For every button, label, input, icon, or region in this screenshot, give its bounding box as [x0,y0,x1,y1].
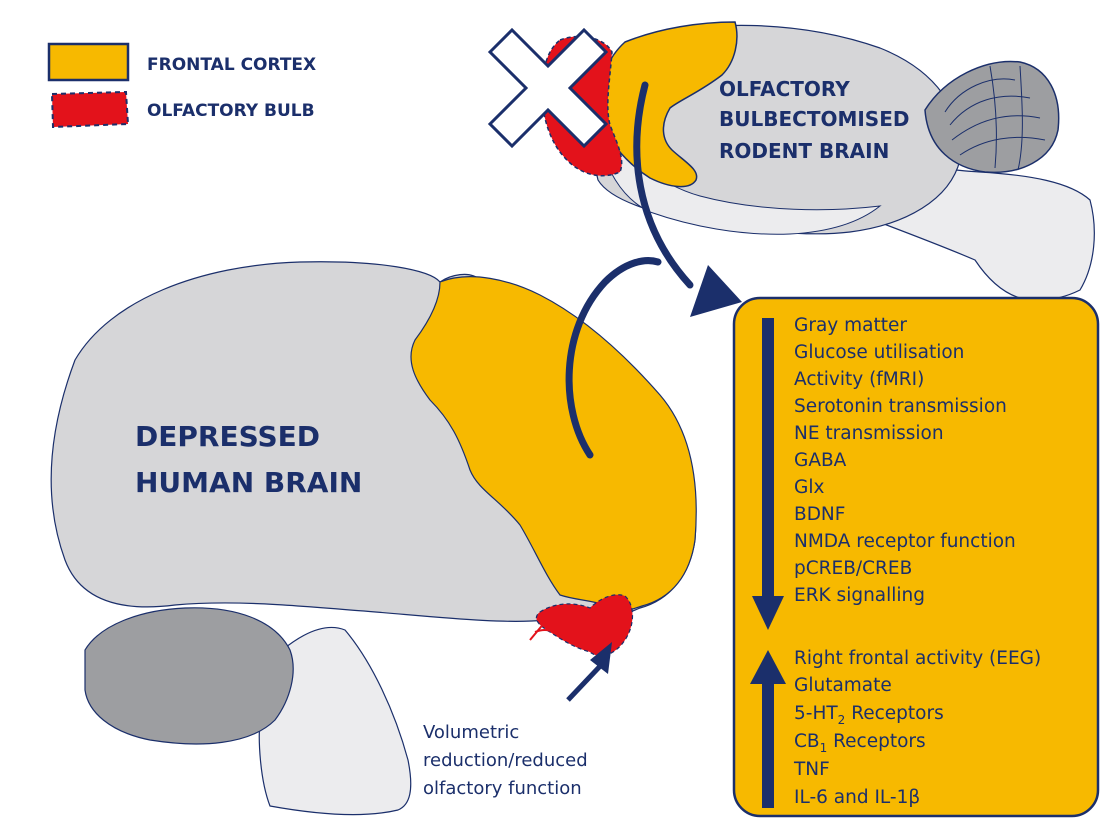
legend-bulb-swatch [52,92,128,127]
ht-suffix: Receptors [845,703,943,724]
ht-prefix: 5-HT [794,703,838,724]
cb-suffix: Receptors [827,731,925,752]
list-item: pCREB/CREB [794,558,912,579]
rodent-brain: OLFACTORY BULBECTOMISED RODENT BRAIN [490,22,1094,300]
list-item: ERK signalling [794,585,925,606]
caption-line1: Volumetric [423,722,519,743]
list-item: Glx [794,477,824,498]
caption-line2: reduction/reduced [423,750,588,771]
ht-subscript: 2 [838,713,846,727]
rodent-label-line2: BULBECTOMISED [719,107,909,131]
list-item: GABA [794,450,847,471]
legend-frontal-swatch [49,44,128,80]
list-item: Activity (fMRI) [794,369,924,390]
cb-prefix: CB [794,731,820,752]
arrow-head-icon [690,265,742,317]
human-label-line1: DEPRESSED [135,420,320,453]
cb-subscript: 1 [820,741,828,755]
legend-bulb-label: OLFACTORY BULB [147,101,315,121]
rodent-label-line3: RODENT BRAIN [719,139,889,163]
list-item: TNF [793,759,830,780]
caption-line3: olfactory function [423,778,582,799]
list-item: NE transmission [794,423,944,444]
legend: FRONTAL CORTEX OLFACTORY BULB [49,44,316,127]
list-item: CB1 Receptors [794,731,926,755]
human-brain: DEPRESSED HUMAN BRAIN [51,262,696,815]
human-label-line2: HUMAN BRAIN [135,466,362,499]
findings-box: Gray matter Glucose utilisation Activity… [734,298,1098,816]
list-item: 5-HT2 Receptors [794,703,944,727]
list-item: Glutamate [794,675,892,696]
list-item: IL-6 and IL-1β [794,787,920,808]
human-cerebellum [85,608,293,744]
list-item: Right frontal activity (EEG) [794,648,1041,669]
list-item: NMDA receptor function [794,531,1016,552]
list-item: Gray matter [794,315,907,336]
list-item: Glucose utilisation [794,342,964,363]
list-item: Serotonin transmission [794,396,1007,417]
list-item: BDNF [794,504,845,525]
olfactory-caption: Volumetric reduction/reduced olfactory f… [423,642,612,799]
legend-frontal-label: FRONTAL CORTEX [147,55,316,75]
rodent-label-line1: OLFACTORY [719,77,850,101]
